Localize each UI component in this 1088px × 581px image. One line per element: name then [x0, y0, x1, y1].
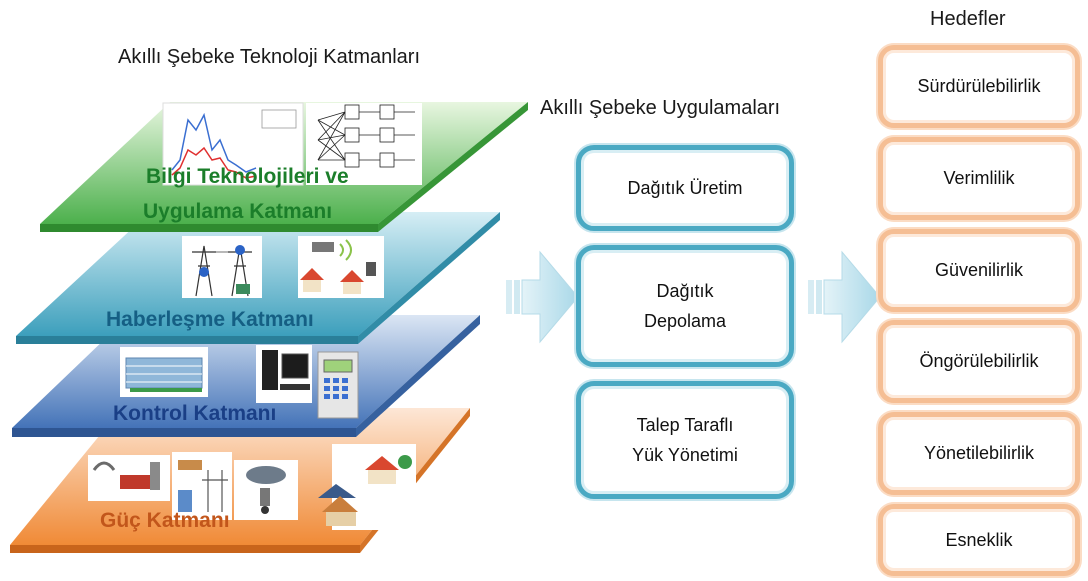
arrow-right-icon	[506, 250, 579, 344]
goal-efficiency: Verimlilik	[878, 137, 1080, 220]
arrow-right-icon	[808, 250, 881, 344]
smart-home-thumbnail	[318, 444, 416, 530]
chart-thumbnail	[162, 102, 304, 186]
goal-manageability: Yönetilebilirlik	[878, 412, 1080, 495]
substation-thumbnail	[172, 452, 232, 520]
goal-label: Öngörülebilirlik	[919, 351, 1039, 371]
goal-label: Esneklik	[945, 529, 1013, 550]
goal-label: Verimlilik	[943, 168, 1015, 188]
smart-meter-thumbnail	[317, 351, 359, 419]
computer-thumbnail	[256, 345, 312, 403]
app-label: Talep Taraflı Yük Yönetimi	[632, 415, 738, 465]
app-label: Dağıtık Üretim	[627, 178, 743, 198]
goals-title: Hedefler	[930, 8, 1006, 30]
control-building-thumbnail	[120, 347, 208, 397]
home-network-thumbnail	[298, 236, 384, 298]
goal-label: Güvenilirlik	[934, 260, 1024, 280]
goal-sustainability: Sürdürülebilirlik	[878, 45, 1080, 128]
power-plant-thumbnail	[88, 455, 170, 501]
goal-flexibility: Esneklik	[878, 504, 1080, 576]
app-distributed-storage: Dağıtık Depolama	[576, 245, 794, 367]
goal-label: Sürdürülebilirlik	[917, 76, 1041, 96]
goal-reliability: Güvenilirlik	[878, 229, 1080, 312]
transmission-tower-thumbnail	[182, 236, 262, 298]
neural-network-thumbnail	[306, 103, 422, 185]
app-distributed-generation: Dağıtık Üretim	[576, 145, 794, 231]
layers-title: Akıllı Şebeke Teknoloji Katmanları	[118, 46, 421, 68]
power-layer-label: Güç Katmanı	[100, 509, 230, 532]
it-layer-label-line1: Bilgi Teknolojileri ve	[146, 165, 349, 188]
electric-vehicle-thumbnail	[234, 460, 298, 520]
communication-layer-label: Haberleşme Katmanı	[106, 308, 314, 331]
app-label: Dağıtık Depolama	[643, 281, 727, 331]
goal-predictability: Öngörülebilirlik	[878, 320, 1080, 403]
goal-label: Yönetilebilirlik	[923, 443, 1035, 463]
applications-title: Akıllı Şebeke Uygulamaları	[540, 97, 781, 119]
app-demand-side-management: Talep Taraflı Yük Yönetimi	[576, 381, 794, 499]
control-layer-label: Kontrol Katmanı	[113, 402, 276, 425]
it-layer-label-line2: Uygulama Katmanı	[143, 200, 332, 223]
